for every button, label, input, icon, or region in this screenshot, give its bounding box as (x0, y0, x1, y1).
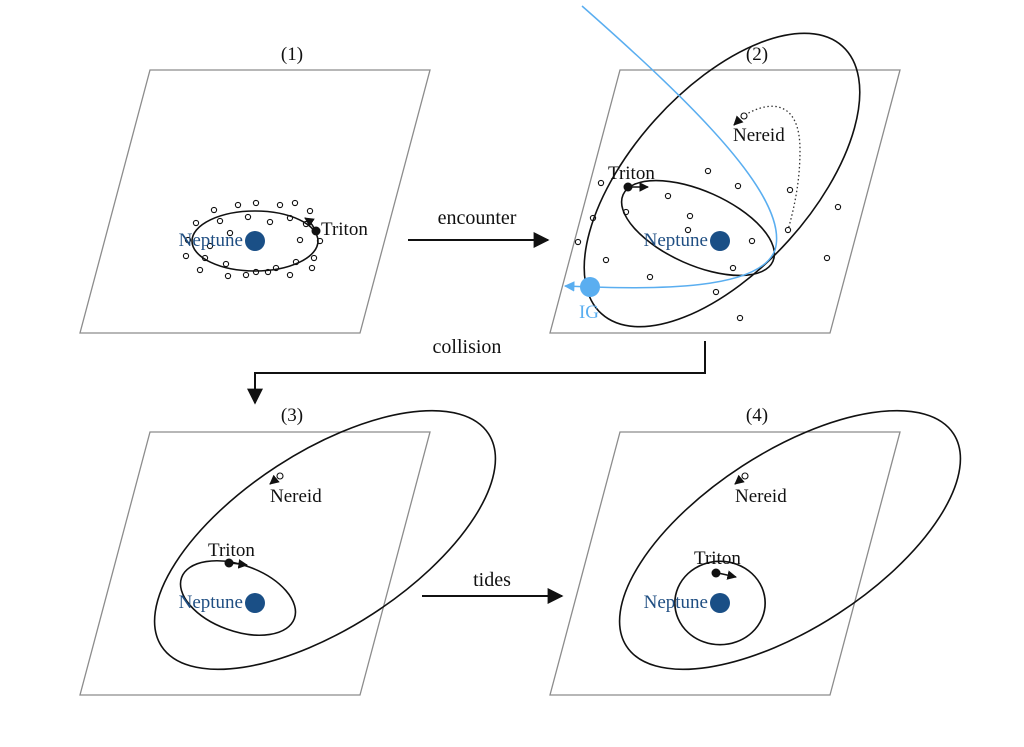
planetesimal-particle (276, 201, 284, 209)
intruder-trajectory (563, 5, 778, 292)
neptune-label-2: Neptune (644, 230, 708, 251)
neptune-planet-2 (710, 231, 730, 251)
panel-2: (2) Nereid Triton IG Neptune (549, 5, 901, 334)
planetesimal-particle (748, 237, 756, 245)
planetesimal-particle (196, 266, 204, 274)
triton-orbit-3 (179, 560, 297, 636)
nereid-start-dot (784, 226, 792, 234)
neptune-label-1: Neptune (179, 230, 243, 251)
nereid-orbit-3 (153, 409, 497, 671)
panel-4-label: (4) (746, 405, 768, 426)
nereid-orbit-4 (618, 409, 962, 671)
neptune-planet-1 (245, 231, 265, 251)
panel-3-label: (3) (281, 405, 303, 426)
planetesimal-particle (308, 264, 316, 272)
neptune-label-3: Neptune (179, 592, 243, 613)
triton-moon-3 (224, 558, 234, 568)
planetesimal-particle (252, 199, 260, 207)
neptune-planet-3 (245, 593, 265, 613)
planetesimal-particle (286, 271, 294, 279)
panel-2-label: (2) (746, 44, 768, 65)
planetesimal-particle (736, 314, 744, 322)
collision-step: collision (247, 336, 706, 405)
triton-moon-4 (711, 568, 721, 578)
triton-direction-arrow-3 (230, 559, 248, 569)
planetesimal-particle (310, 254, 318, 262)
neptune-planet-4 (710, 593, 730, 613)
planetesimal-particle (192, 219, 200, 227)
planetesimal-particle (646, 273, 654, 281)
planetesimal-particle (291, 199, 299, 207)
planetesimal-particle (242, 271, 250, 279)
nereid-moon-2 (740, 112, 748, 120)
panel-1-label: (1) (281, 44, 303, 65)
planetesimal-particle (823, 254, 831, 262)
triton-direction-arrow-4 (717, 570, 737, 580)
encounter-label: encounter (438, 207, 517, 229)
planetesimal-particle (712, 288, 720, 296)
triton-orbit-4 (674, 560, 766, 646)
panel-3: (3) Nereid Triton Neptune (79, 405, 497, 696)
planetesimal-particle (834, 203, 842, 211)
nereid-label-3: Nereid (270, 486, 322, 507)
planetesimal-particle (226, 229, 234, 237)
planetesimal-particle (729, 264, 737, 272)
planetesimal-particle (597, 179, 605, 187)
planetesimal-particle (684, 226, 692, 234)
nereid-orbit-2 (583, 32, 861, 328)
collision-arrow (247, 341, 706, 405)
encounter-step: encounter (408, 207, 550, 248)
triton-moon-2 (623, 182, 633, 192)
planetesimal-disk-1 (182, 199, 324, 280)
intruder-giant (580, 277, 600, 297)
orbital-plane-1 (79, 69, 431, 334)
planetesimal-particle (664, 192, 672, 200)
triton-label-3: Triton (208, 540, 255, 561)
nereid-direction-arrow-2 (733, 115, 744, 126)
triton-label-4: Triton (694, 548, 741, 569)
triton-label-2: Triton (608, 163, 655, 184)
triton-label-1: Triton (321, 219, 368, 240)
triton-direction-arrow-1 (304, 217, 315, 229)
triton-orbit-1 (191, 210, 319, 272)
planetesimal-particle (206, 242, 214, 250)
panel-1: (1) Triton Neptune (79, 44, 431, 334)
planetesimal-particle (244, 213, 252, 221)
planetesimal-particle (234, 201, 242, 209)
nereid-label-4: Nereid (735, 486, 787, 507)
nereid-direction-arrow-4 (734, 474, 745, 485)
planetesimal-particle (686, 212, 694, 220)
planetesimal-particle (296, 236, 304, 244)
triton-moon-1 (311, 226, 321, 236)
planetesimal-particle (704, 167, 712, 175)
nereid-moon-4 (741, 472, 749, 480)
planetesimal-particle (574, 238, 582, 246)
intruder-label: IG (579, 302, 599, 323)
panel-4: (4) Nereid Triton Neptune (549, 405, 962, 696)
planetesimal-particle (786, 186, 794, 194)
orbital-plane-2 (549, 69, 901, 334)
tides-step: tides (422, 569, 564, 604)
planetesimal-particle (266, 218, 274, 226)
tides-label: tides (473, 569, 511, 591)
nereid-moon-3 (276, 472, 284, 480)
planetesimal-particle (182, 252, 190, 260)
planetesimal-particle (306, 207, 314, 215)
planetesimal-particle (224, 272, 232, 280)
nereid-direction-arrow-3 (269, 474, 280, 485)
collision-label: collision (433, 336, 502, 358)
planetesimal-particle (184, 236, 192, 244)
planetesimal-disk-2 (574, 167, 842, 322)
planetesimal-particle (602, 256, 610, 264)
neptune-label-4: Neptune (644, 592, 708, 613)
planetesimal-particle (210, 206, 218, 214)
nereid-label-2: Nereid (733, 125, 785, 146)
planetesimal-particle (222, 260, 230, 268)
triton-orbit-2 (620, 179, 776, 277)
planetesimal-particle (734, 182, 742, 190)
planetesimal-particle (216, 217, 224, 225)
orbital-plane-3 (79, 431, 431, 696)
